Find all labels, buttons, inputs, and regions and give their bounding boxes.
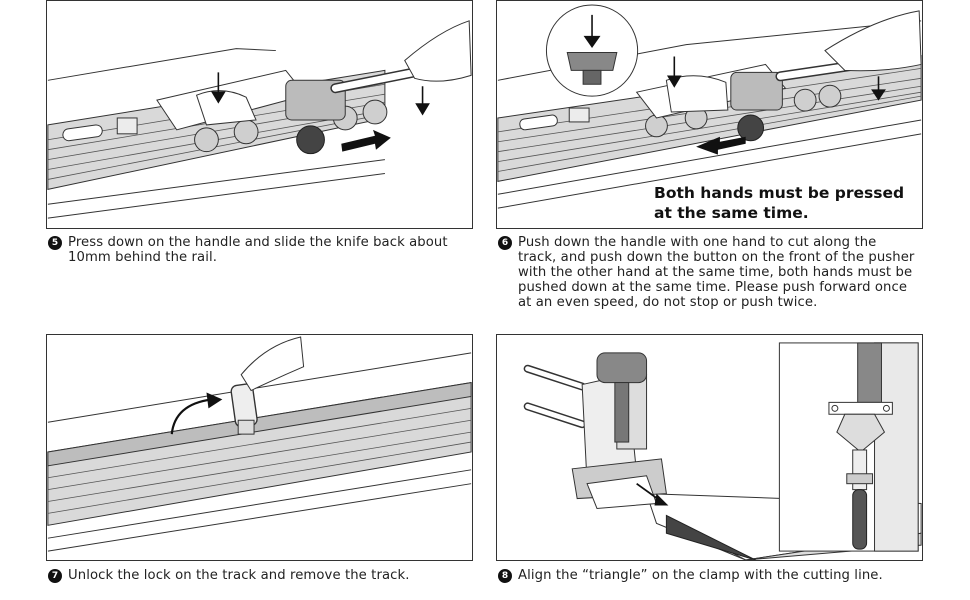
illustration-step-7: [46, 334, 473, 561]
step-6-text: Push down the handle with one hand to cu…: [518, 235, 915, 310]
step-number-badge: 8: [498, 569, 512, 583]
step-5-caption: 5 Press down on the handle and slide the…: [48, 235, 468, 265]
track-cutter-push-forward-drawing: [497, 4, 922, 209]
illustration-step-8: [496, 334, 923, 561]
both-hands-note: Both hands must be pressed at the same t…: [654, 183, 904, 223]
track-cutter-slide-back-drawing: [47, 20, 472, 219]
step-7-text: Unlock the lock on the track and remove …: [68, 568, 410, 583]
illustration-step-5: [46, 0, 473, 229]
both-hands-note-line-1: Both hands must be pressed: [654, 184, 905, 202]
step-7-caption: 7 Unlock the lock on the track and remov…: [48, 568, 468, 583]
step-8-caption: 8 Align the “triangle” on the clamp with…: [498, 568, 918, 583]
step-8-text: Align the “triangle” on the clamp with t…: [518, 568, 883, 583]
step-6-caption: 6 Push down the handle with one hand to …: [498, 235, 918, 310]
both-hands-note-line-2: at the same time.: [654, 204, 809, 222]
step-number-badge: 6: [498, 236, 512, 250]
illustration-step-6: Both hands must be pressed at the same t…: [496, 0, 923, 229]
step-number-badge: 5: [48, 236, 62, 250]
clamp-triangle-alignment-drawing: [523, 342, 922, 560]
step-5-text: Press down on the handle and slide the k…: [68, 235, 448, 265]
step-number-badge: 7: [48, 569, 62, 583]
track-lock-removal-drawing: [47, 336, 472, 552]
